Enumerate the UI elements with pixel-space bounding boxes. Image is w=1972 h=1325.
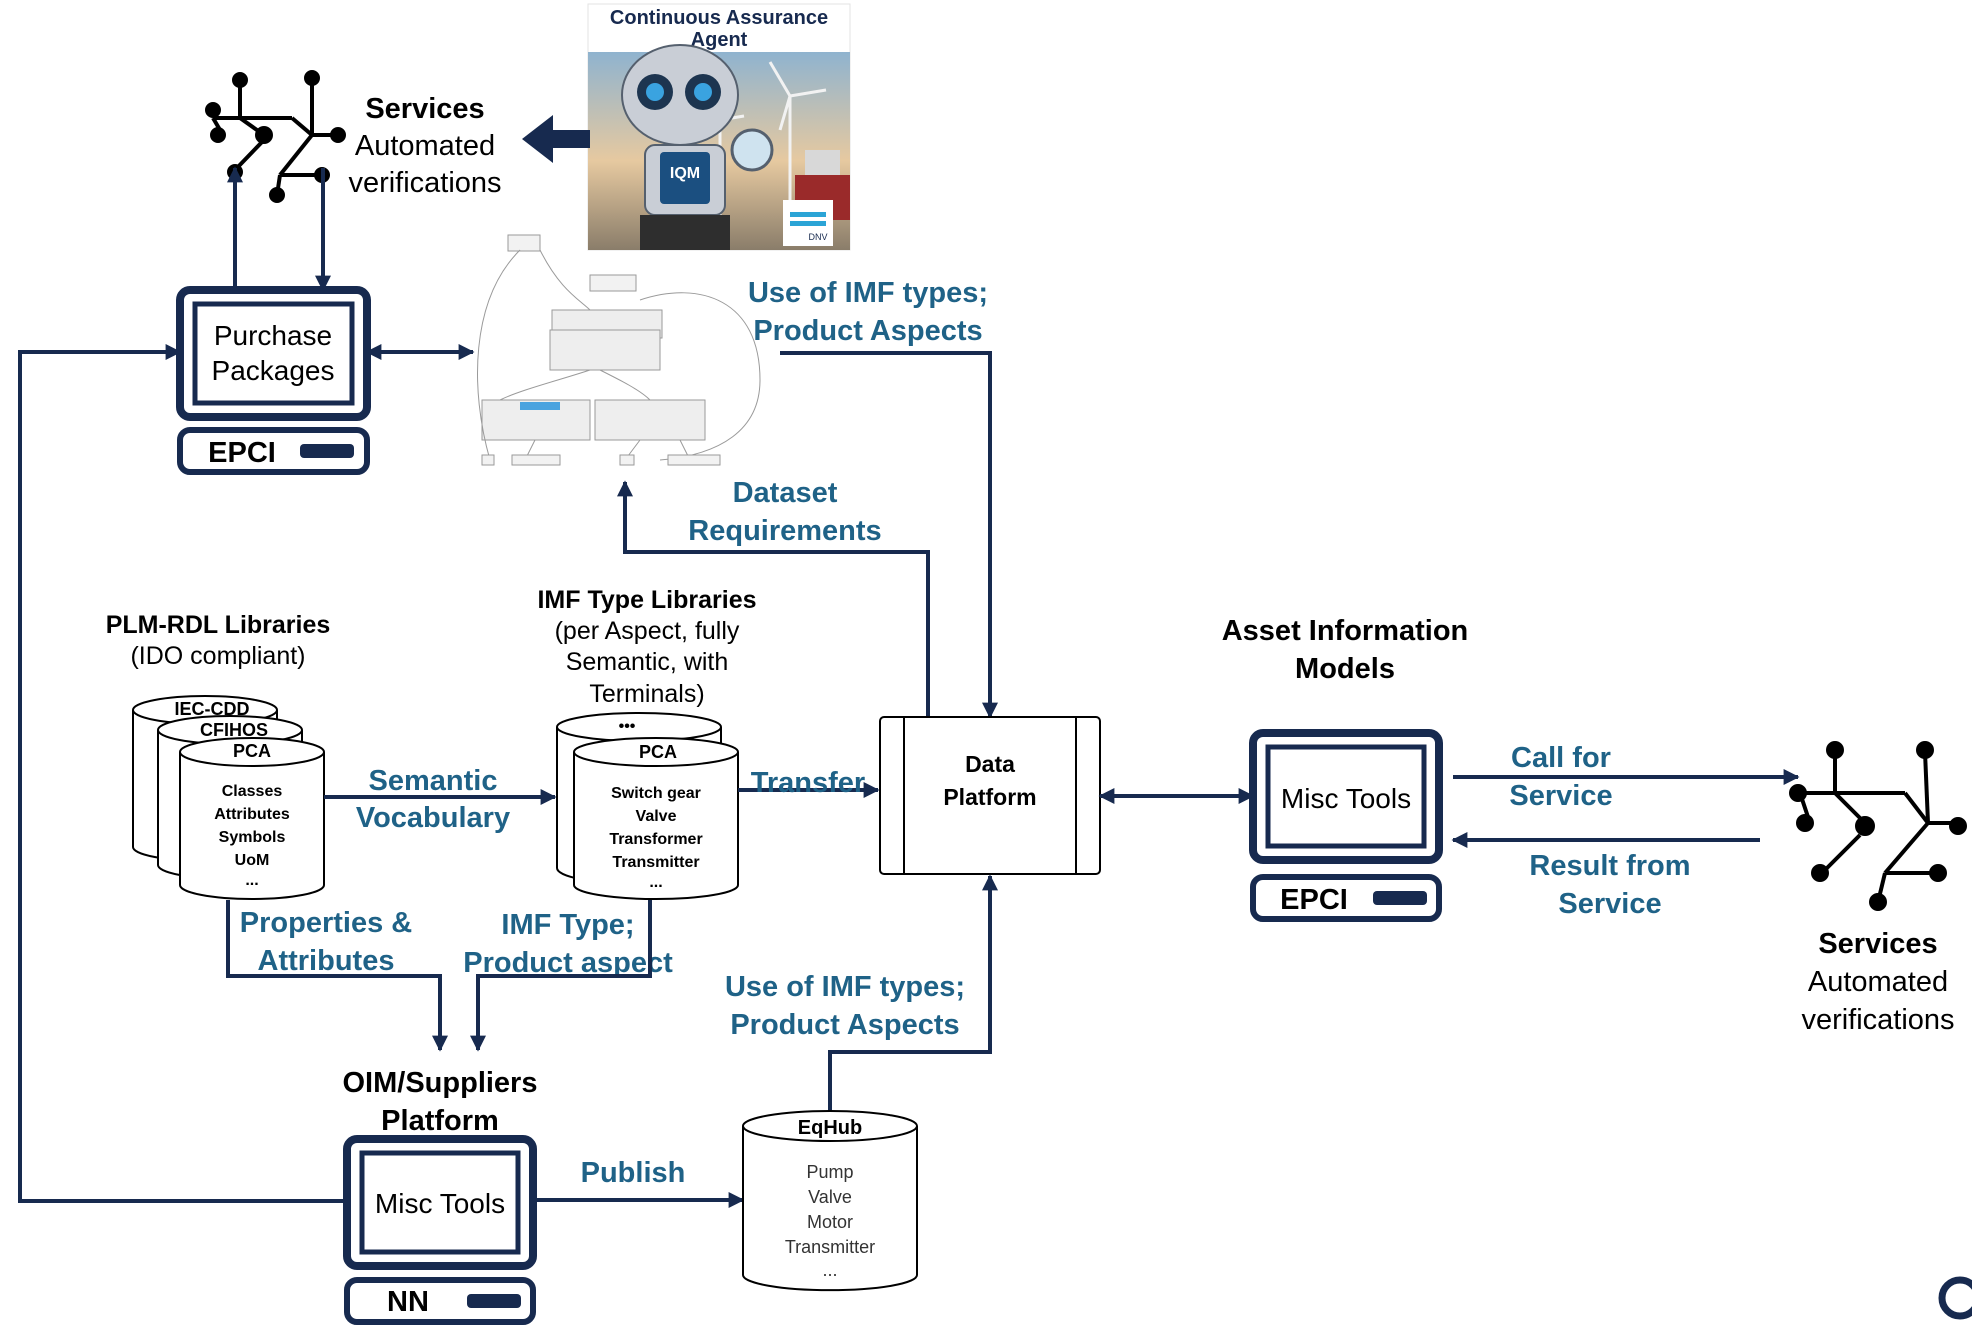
plm-subtitle: (IDO compliant) <box>130 642 305 670</box>
asset-screen-text: Misc Tools <box>1281 783 1411 814</box>
label-use-imf-top-1: Use of IMF types; <box>748 277 988 309</box>
imf-type-graph <box>477 234 761 466</box>
services-right-line1: Automated <box>1808 966 1948 998</box>
label-result-1: Result from <box>1529 850 1690 882</box>
label-publish: Publish <box>581 1157 686 1189</box>
label-imf-type-2: Product aspect <box>463 947 673 979</box>
label-imf-type-1: IMF Type; <box>501 909 634 941</box>
oim-misc-tools-computer[interactable]: Misc Tools NN <box>343 1135 537 1325</box>
asset-badge: EPCI <box>1280 884 1348 916</box>
label-call-2: Service <box>1509 780 1612 812</box>
label-use-imf-top-2: Product Aspects <box>753 315 982 347</box>
label-result-2: Service <box>1558 888 1661 920</box>
label-use-imf-bottom-1: Use of IMF types; <box>725 971 965 1003</box>
imf-item-4: ... <box>649 874 662 891</box>
eqhub-item-0: Pump <box>806 1162 853 1182</box>
dnv-logo: DNV <box>808 232 827 242</box>
agent-title-line2: Agent <box>691 29 748 51</box>
continuous-assurance-agent: Continuous Assurance Agent <box>587 3 851 251</box>
label-dataset-1: Dataset <box>733 477 838 509</box>
services-right-line2: verifications <box>1801 1004 1954 1036</box>
eqhub-title: EqHub <box>798 1117 862 1139</box>
asset-title-2: Models <box>1295 653 1395 685</box>
agent-to-services-arrow <box>522 115 590 163</box>
data-platform-box[interactable]: Data Platform <box>879 716 1101 875</box>
properties-arrow <box>226 900 448 1052</box>
label-properties-2: Attributes <box>258 945 395 977</box>
label-dataset-2: Requirements <box>688 515 881 547</box>
imf-sub2: Semantic, with <box>566 648 729 676</box>
eqhub-database: EqHub Pump Valve Motor Transmitter ... <box>742 1110 918 1292</box>
services-top-title: Services <box>365 93 484 125</box>
eqhub-item-1: Valve <box>808 1187 852 1207</box>
imf-item-0: Switch gear <box>611 785 701 802</box>
plm-item-1: Attributes <box>214 806 290 823</box>
services-network-icon-right <box>1789 741 1967 911</box>
services-right-title: Services <box>1818 928 1937 960</box>
plm-title: PLM-RDL Libraries <box>106 611 331 639</box>
eqhub-to-platform-arrow <box>828 874 998 1115</box>
oim-badge: NN <box>387 1286 429 1318</box>
purchase-packages-computer[interactable]: Purchase Packages EPCI <box>176 286 371 475</box>
plm-stack-1: CFIHOS <box>200 720 268 740</box>
imf-stack-back: ••• <box>619 718 636 735</box>
services-top-line2: verifications <box>348 167 501 199</box>
oim-screen-text: Misc Tools <box>375 1188 505 1219</box>
imf-sub3: Terminals) <box>589 680 704 708</box>
eqhub-item-2: Motor <box>807 1212 853 1232</box>
eqhub-item-3: Transmitter <box>785 1237 875 1257</box>
purchase-badge: EPCI <box>208 437 276 469</box>
platform-line1: Data <box>965 751 1015 777</box>
cylinder-pca: PCA <box>179 737 325 900</box>
asset-title-1: Asset Information <box>1222 615 1469 647</box>
imf-stack-front: PCA <box>639 742 677 762</box>
corner-logo-icon <box>1938 1276 1972 1320</box>
imf-sub1: (per Aspect, fully <box>555 617 740 645</box>
agent-title-line1: Continuous Assurance <box>610 7 828 29</box>
plm-item-4: ... <box>245 872 258 889</box>
imf-type-arrow <box>470 900 652 1052</box>
robot-badge-text: IQM <box>670 165 700 182</box>
label-call-1: Call for <box>1511 742 1611 774</box>
asset-misc-tools-computer[interactable]: Misc Tools EPCI <box>1249 729 1443 922</box>
label-use-imf-bottom-2: Product Aspects <box>730 1009 959 1041</box>
imf-title: IMF Type Libraries <box>537 586 756 614</box>
label-properties-1: Properties & <box>240 907 412 939</box>
eqhub-item-4: ... <box>822 1260 837 1280</box>
plm-stack-0: IEC-CDD <box>175 699 250 719</box>
oim-to-purchase-loop <box>18 344 347 1203</box>
imf-item-2: Transformer <box>609 831 702 848</box>
plm-rdl-cylinder-stack: IEC-CDD CFIHOS PCA Classes Attributes Sy… <box>132 695 325 900</box>
imf-cylinder-stack: ••• PCA Switch gear Valve Transformer Tr… <box>556 712 739 900</box>
plm-item-0: Classes <box>222 783 283 800</box>
imf-item-3: Transmitter <box>612 854 699 871</box>
label-transfer: Transfer <box>751 767 865 799</box>
purchase-line2: Packages <box>212 355 335 386</box>
oim-title-2: Platform <box>381 1105 499 1137</box>
oim-title-1: OIM/Suppliers <box>343 1067 538 1099</box>
robot-illustration: IQM DNV <box>588 44 850 250</box>
services-top-line1: Automated <box>355 130 495 162</box>
plm-stack-2: PCA <box>233 741 271 761</box>
label-semantic-1: Semantic <box>369 765 498 797</box>
purchase-line1: Purchase <box>214 320 332 351</box>
platform-to-dataset-arrow <box>617 480 930 717</box>
imf-top-to-platform-arrow <box>780 351 998 719</box>
imf-item-1: Valve <box>636 808 677 825</box>
plm-item-3: UoM <box>235 852 270 869</box>
platform-line2: Platform <box>943 784 1036 810</box>
services-network-icon-top <box>205 70 346 203</box>
label-semantic-2: Vocabulary <box>356 802 510 834</box>
cylinder-imf-pca: PCA <box>573 737 739 900</box>
plm-item-2: Symbols <box>219 829 286 846</box>
